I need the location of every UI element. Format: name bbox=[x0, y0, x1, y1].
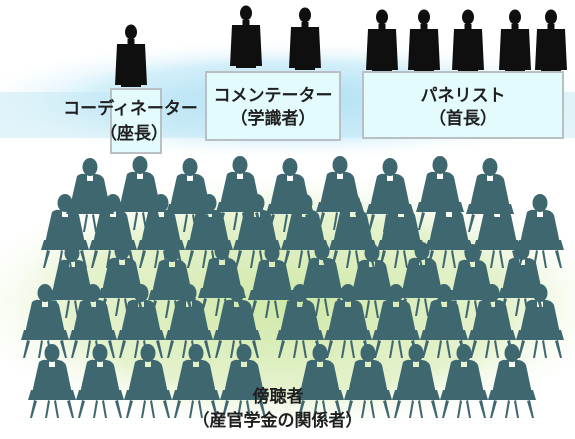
audience-title-label: （産官学金の関係者） bbox=[192, 411, 363, 431]
audience-role-label: 傍聴者 bbox=[252, 387, 304, 407]
panelist-role-label: パネリスト bbox=[420, 86, 506, 106]
coordinator-podium bbox=[110, 88, 162, 154]
commentator-podium bbox=[205, 71, 341, 141]
coordinator-title-label: （座長） bbox=[100, 124, 168, 144]
coordinator-role-label: コーディネーター bbox=[63, 99, 198, 119]
panelist-podium bbox=[362, 71, 564, 139]
commentator-role-label: コメンテーター bbox=[213, 86, 333, 106]
commentator-title-label: （学識者） bbox=[230, 109, 316, 129]
panelist-title-label: （首長） bbox=[429, 109, 497, 129]
